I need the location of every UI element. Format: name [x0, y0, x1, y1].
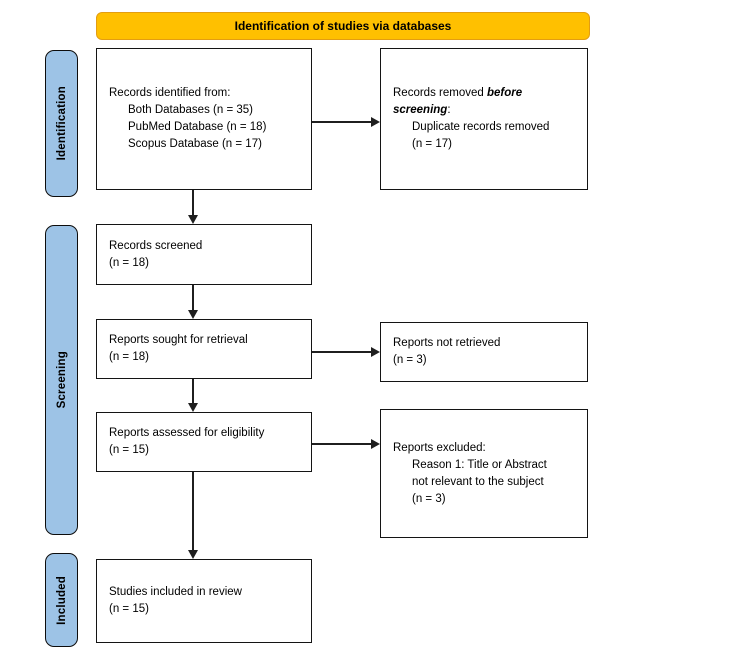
header-banner: Identification of studies via databases [96, 12, 590, 40]
box-line: not relevant to the subject [412, 475, 544, 488]
box-reports-excluded: Reports excluded: Reason 1: Title or Abs… [380, 409, 588, 538]
box-title: Reports sought for retrieval [109, 334, 248, 346]
box-line: (n = 3) [412, 492, 446, 505]
box-line: (n = 17) [412, 138, 452, 150]
box-reports-sought: Reports sought for retrieval (n = 18) [96, 319, 312, 379]
box-count: (n = 15) [109, 603, 149, 615]
box-count: (n = 18) [109, 351, 149, 363]
box-title: Studies included in review [109, 586, 242, 598]
box-line: Reason 1: Title or Abstract [412, 458, 547, 471]
arrow-identified-to-removed [312, 117, 380, 127]
arrow-sought-to-not-retrieved [312, 347, 380, 357]
stage-label-identification: Identification [45, 50, 78, 197]
arrow-assessed-to-included [188, 472, 198, 559]
box-title: Reports excluded: [393, 441, 486, 454]
box-records-removed: Records removed before screening: Duplic… [380, 48, 588, 190]
stage-label-included: Included [45, 553, 78, 647]
box-reports-assessed: Reports assessed for eligibility (n = 15… [96, 412, 312, 472]
box-studies-included: Studies included in review (n = 15) [96, 559, 312, 643]
banner-title: Identification of studies via databases [234, 19, 452, 33]
stage-label-screening: Screening [45, 225, 78, 535]
box-title: Reports not retrieved [393, 337, 501, 349]
box-title: Records removed before screening: [393, 87, 523, 116]
stage-label-included-text: Included [55, 575, 68, 625]
box-records-screened: Records screened (n = 18) [96, 224, 312, 285]
box-line: PubMed Database (n = 18) [128, 121, 267, 133]
box-reports-not-retrieved: Reports not retrieved (n = 3) [380, 322, 588, 382]
arrow-assessed-to-excluded [312, 439, 380, 449]
box-line: Scopus Database (n = 17) [128, 138, 262, 150]
emphasis-before-screening: before screening [393, 87, 523, 116]
box-title: Records screened [109, 239, 203, 252]
stage-label-identification-text: Identification [55, 86, 68, 161]
box-count: (n = 15) [109, 444, 149, 456]
box-title: Reports assessed for eligibility [109, 427, 265, 439]
arrow-identified-to-screened [188, 190, 198, 224]
box-count: (n = 18) [109, 256, 149, 269]
box-count: (n = 3) [393, 354, 427, 366]
box-line: Both Databases (n = 35) [128, 104, 253, 116]
box-records-identified: Records identified from: Both Databases … [96, 48, 312, 190]
box-line: Duplicate records removed [412, 121, 550, 133]
stage-label-screening-text: Screening [55, 351, 68, 409]
arrow-screened-to-sought [188, 285, 198, 319]
arrow-sought-to-assessed [188, 379, 198, 412]
box-title: Records identified from: [109, 87, 231, 99]
